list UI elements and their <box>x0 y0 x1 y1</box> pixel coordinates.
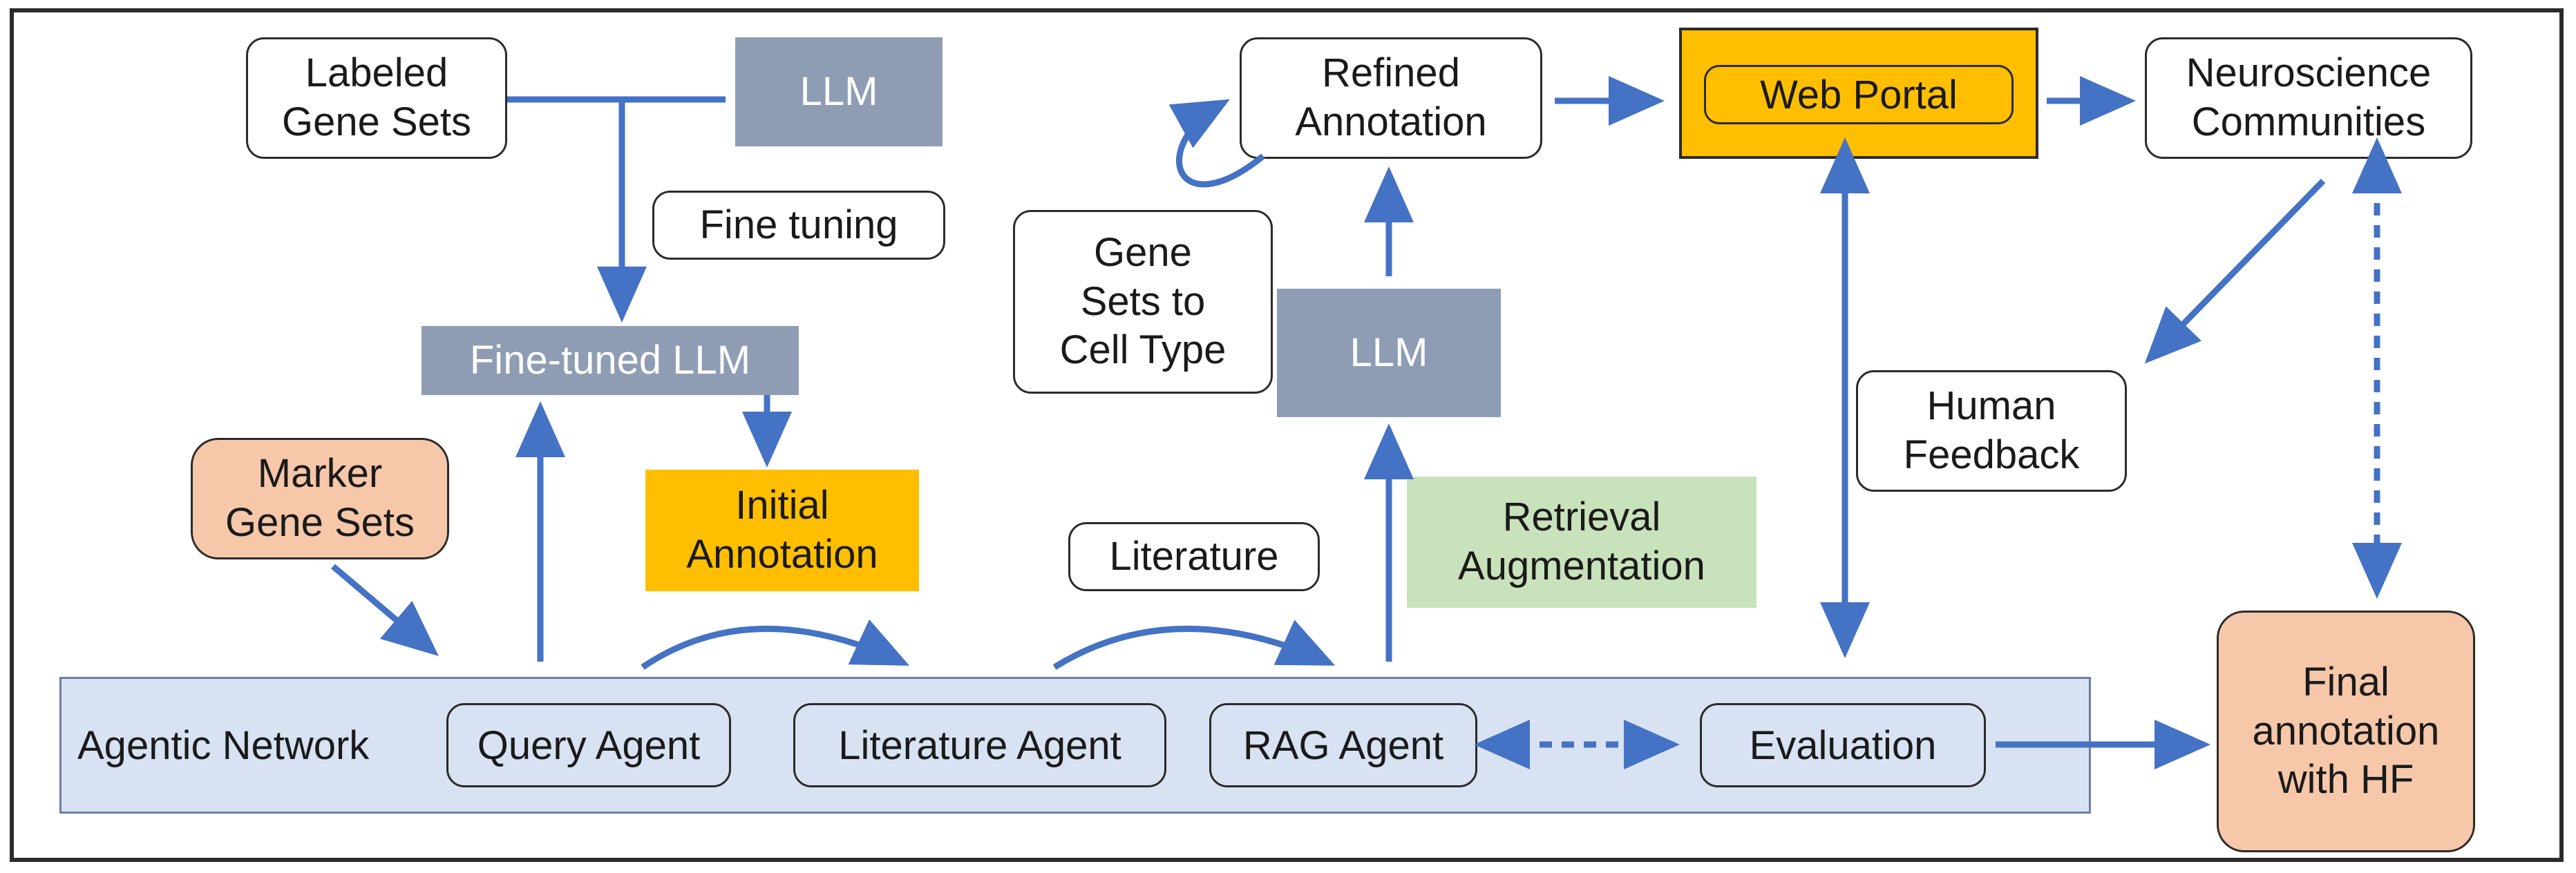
refined-annotation-node: Refined Annotation <box>1240 37 1542 159</box>
fine-tuning-node: Fine tuning <box>652 191 945 260</box>
retrieval-augmentation-node: Retrieval Augmentation <box>1407 477 1756 608</box>
rag-agent-node: RAG Agent <box>1209 703 1477 787</box>
arc-to-literature-agent <box>641 619 910 670</box>
arc-to-rag-agent <box>1052 620 1336 670</box>
human-feedback-node: Human Feedback <box>1856 370 2127 492</box>
evaluation-node: Evaluation <box>1700 703 1986 787</box>
fine-tuned-llm-node: Fine-tuned LLM <box>422 326 799 395</box>
neuroscience-communities-node: Neuroscience Communities <box>2145 37 2472 159</box>
self-loop-refined <box>1168 99 1265 188</box>
literature-node: Literature <box>1068 522 1320 591</box>
literature-agent-node: Literature Agent <box>793 703 1166 787</box>
web-portal-node <box>1679 28 2038 159</box>
query-agent-node: Query Agent <box>446 703 731 787</box>
labeled-gene-sets-node: Labeled Gene Sets <box>246 37 507 159</box>
llm-mid-node: LLM <box>1277 289 1501 417</box>
arrow-marker-to-network <box>331 564 439 656</box>
gene-sets-to-cell-type-node: Gene Sets to Cell Type <box>1013 210 1273 394</box>
marker-gene-sets-node: Marker Gene Sets <box>191 438 449 559</box>
final-annotation-node: Final annotation with HF <box>2217 611 2475 852</box>
llm-top-node: LLM <box>735 37 943 146</box>
agentic-network-label: Agentic Network <box>77 722 370 768</box>
initial-annotation-node: Initial Annotation <box>645 470 919 591</box>
web-portal-label: Web Portal <box>1704 65 2014 124</box>
figure-frame <box>10 8 2564 862</box>
arrow-communities-to-feedback <box>2144 178 2326 364</box>
